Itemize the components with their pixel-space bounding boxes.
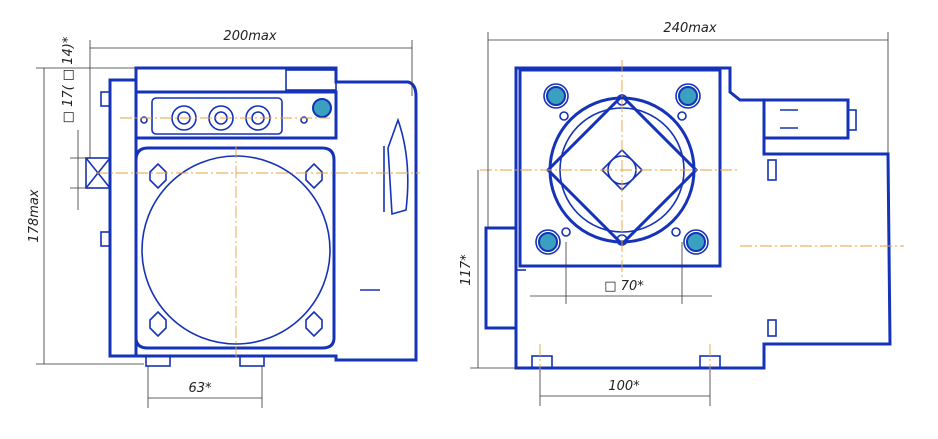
left-foot-2 bbox=[239, 355, 265, 367]
bolt-bl bbox=[538, 232, 558, 252]
dim-240max: 240max bbox=[663, 21, 716, 36]
left-dimensions: 200max 178max □ 17( □ 14)* 63* bbox=[27, 29, 413, 408]
right-foot-1 bbox=[531, 355, 553, 369]
dim-178max: 178max bbox=[27, 189, 42, 242]
bolt-tl bbox=[546, 86, 566, 106]
dim-200max: 200max bbox=[223, 29, 276, 44]
right-housing-outline bbox=[514, 66, 892, 370]
dim-100: 100* bbox=[608, 379, 640, 394]
right-view bbox=[480, 60, 904, 372]
hex-nut-tr bbox=[305, 162, 323, 190]
connector-top-cap bbox=[285, 69, 337, 91]
left-mount-plate bbox=[108, 78, 138, 358]
right-connector bbox=[762, 98, 850, 140]
square-shaft bbox=[85, 157, 111, 189]
hex-nut-br bbox=[305, 310, 323, 338]
dim-63: 63* bbox=[188, 381, 212, 396]
left-indicator bbox=[312, 98, 332, 118]
dim-117: 117* bbox=[459, 254, 474, 286]
dim-square-17: □ 17( □ 14)* bbox=[61, 36, 76, 123]
bolt-br bbox=[686, 232, 706, 252]
hex-nut-bl bbox=[149, 310, 167, 338]
dim-square-70: □ 70* bbox=[604, 279, 644, 294]
left-housing-outline bbox=[134, 66, 418, 362]
left-tab-top bbox=[100, 91, 111, 107]
right-front-plate bbox=[518, 68, 722, 268]
left-view bbox=[85, 66, 420, 367]
connector-block bbox=[134, 90, 338, 140]
bolt-tr bbox=[678, 86, 698, 106]
hex-nut-tl bbox=[149, 162, 167, 190]
left-side-bulge bbox=[387, 117, 409, 216]
left-tab-bottom bbox=[100, 231, 111, 247]
right-dimensions: 240max 117* □ 70* 100* bbox=[459, 21, 889, 406]
right-left-stub bbox=[484, 226, 518, 330]
left-flange bbox=[134, 146, 336, 350]
connector-frame bbox=[151, 97, 283, 135]
left-foot-1 bbox=[145, 355, 171, 367]
